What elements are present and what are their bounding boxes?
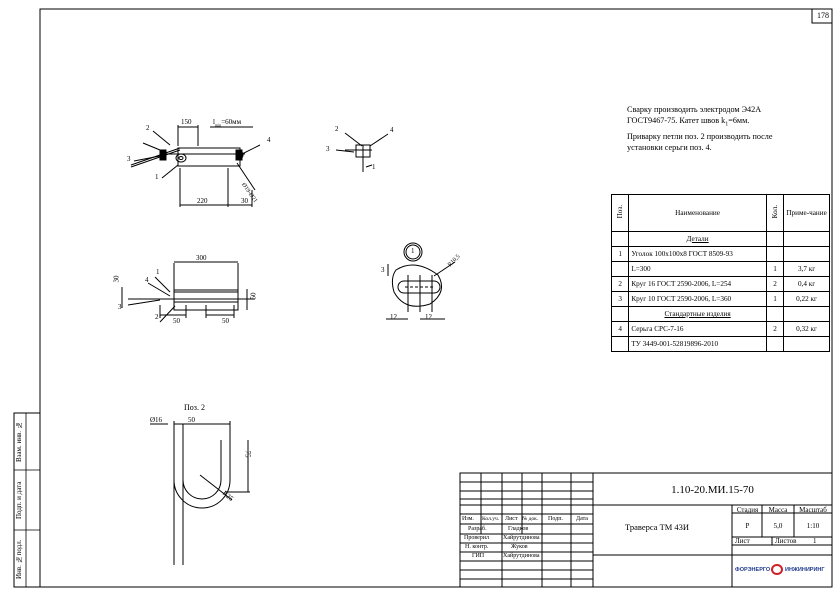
note-line-2: ГОСТ9467-75. Катет швов k1=6мм. [627, 116, 750, 128]
section-standard: Стандартные изделия [664, 310, 731, 318]
sheets-header: Листов [775, 537, 797, 545]
specification-table: Поз. Наименование Кол. Приме-чание Детал… [610, 194, 830, 352]
logo-swoosh-icon [771, 564, 783, 575]
welding-notes: Сварку производить электродом Э42А ГОСТ9… [627, 104, 827, 153]
callout-1: 1 [156, 268, 160, 276]
dim-50: 50 [222, 317, 229, 325]
name-norm-control: Жуков [511, 544, 528, 550]
callout-4: 4 [267, 136, 271, 144]
plan-view [121, 261, 255, 323]
callout-2: 2 [155, 313, 159, 321]
role-developer: Разраб. [468, 526, 487, 532]
col-date: Дата [576, 516, 588, 522]
note-line-4: установки серьги поз. 4. [627, 142, 712, 152]
col-podp: Подп. [548, 516, 563, 522]
callout-3: 3 [127, 155, 131, 163]
callout-3: 3 [118, 303, 122, 311]
stage-header: Стадия [736, 506, 759, 514]
scale-value: 1:10 [806, 522, 820, 530]
sheet-header: Лист [735, 537, 750, 545]
dim-12: 12 [425, 313, 432, 321]
sheets-value: 1 [813, 537, 817, 545]
dim-30: 30 [241, 197, 248, 205]
header-pos: Поз. [616, 205, 625, 219]
header-qty: Кол. [770, 205, 779, 219]
logo-right-text: ИНЖИНИРИНГ [785, 567, 825, 573]
company-logo: ФОРЭНЕРГО ИНЖИНИРИНГ [735, 563, 830, 577]
header-name: Наименование [628, 194, 767, 232]
dim-50: 50 [173, 317, 180, 325]
mass-header: Масса [768, 506, 788, 514]
dim-50: 50 [188, 416, 195, 424]
dim-50: 50 [249, 292, 258, 300]
role-norm-control: Н. контр. [465, 544, 489, 550]
dim-75: 75 [243, 450, 252, 458]
callout-2: 2 [146, 124, 150, 132]
loop-detail [150, 421, 250, 565]
table-row: ТУ 3449-001-52819896-2010 [610, 336, 830, 352]
role-gip: ГИП [472, 553, 485, 559]
dim-300: 300 [196, 254, 207, 262]
name-gip: Хайрутдинова [503, 553, 540, 559]
role-checked: Проверил [464, 535, 489, 541]
side-view [335, 132, 389, 172]
callout-3: 3 [326, 145, 330, 153]
drawing-title: Траверса ТМ 43И [625, 522, 690, 532]
callout-1: 1 [155, 173, 159, 181]
dim-30: 30 [112, 275, 121, 283]
title-block-grid [459, 472, 833, 588]
eye-detail [386, 242, 456, 320]
col-kol: Кол.уч. [482, 516, 500, 522]
side-inv-orig: Инв. №подл. [15, 539, 23, 579]
header-note: Приме-чание [783, 194, 830, 232]
side-sign-date: Подп. и дата [15, 481, 23, 519]
side-vzam: Взам. инв. № [15, 421, 23, 462]
dim-220: 220 [197, 197, 208, 205]
dim-d16: Ø16 [150, 416, 163, 424]
dim-lmin: lmin=60мм [213, 118, 241, 128]
page-number: 178 [817, 11, 829, 20]
callout-4: 4 [145, 276, 149, 284]
section-details: Детали [686, 235, 709, 243]
name-developer: Гладков [508, 526, 529, 532]
poz2-title: Поз. 2 [184, 403, 205, 412]
dim-150: 150 [181, 118, 192, 126]
dim-12: 12 [390, 313, 397, 321]
name-checked: Хайрутдинова [503, 535, 540, 541]
scale-header: Масштаб [799, 506, 827, 514]
front-view [130, 125, 261, 207]
dim-3: 3 [381, 266, 385, 274]
col-list: Лист [505, 516, 518, 522]
drawing-designation: 1.10-20.МИ.15-70 [671, 484, 754, 496]
mass-value: 5,0 [773, 522, 783, 530]
logo-left-text: ФОРЭНЕРГО [735, 567, 771, 573]
callout-2: 2 [335, 125, 339, 133]
col-doc: № док. [522, 516, 539, 522]
callout-4: 4 [390, 126, 394, 134]
col-izm: Изм. [462, 516, 474, 522]
note-line-1: Сварку производить электродом Э42А [627, 105, 762, 114]
callout-1: 1 [372, 163, 376, 171]
note-line-3: Приварку петли поз. 2 производить после [627, 131, 773, 141]
circle-label: 1 [411, 247, 415, 255]
stage-value: Р [745, 522, 750, 530]
